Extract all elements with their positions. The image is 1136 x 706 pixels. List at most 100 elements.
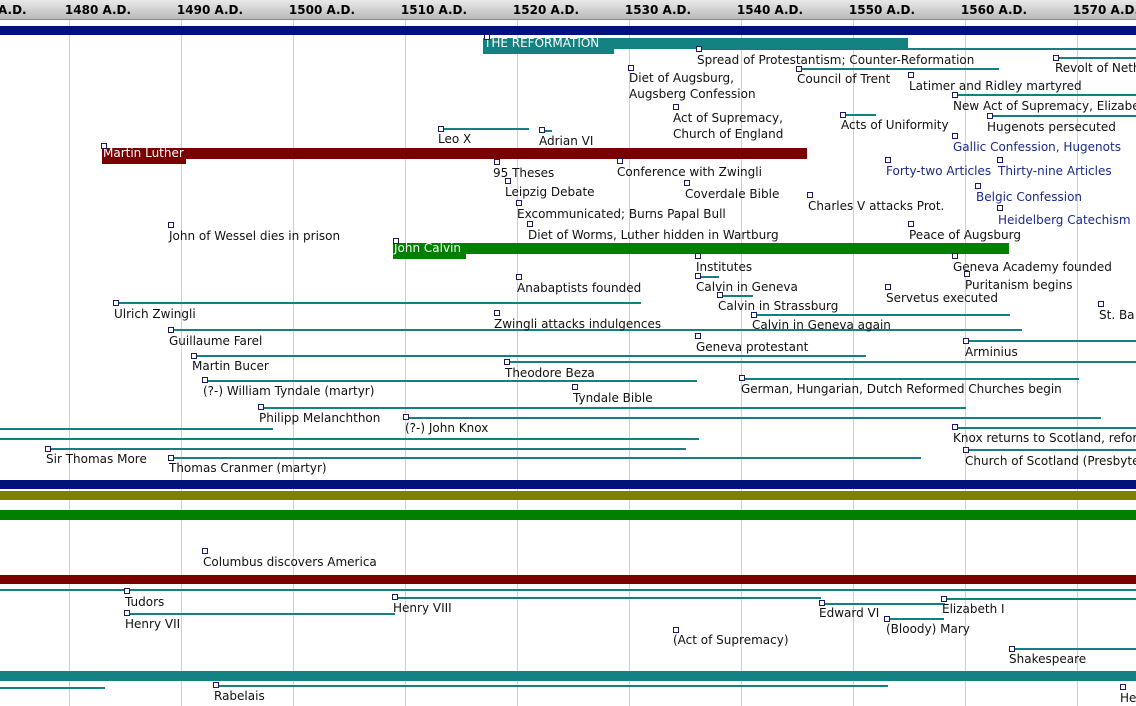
event-label[interactable]: Excommunicated; Burns Papal Bull (517, 207, 726, 221)
event-marker[interactable] (393, 238, 399, 244)
event-label[interactable]: Conference with Zwingli (617, 165, 762, 179)
event-marker[interactable] (908, 72, 914, 78)
event-marker[interactable] (504, 359, 510, 365)
event-label[interactable]: Hugenots persecuted (987, 120, 1116, 134)
event-label[interactable]: Tudors (125, 595, 165, 609)
event-label[interactable]: (?-) William Tyndale (martyr) (203, 384, 375, 398)
event-marker[interactable] (963, 447, 969, 453)
event-marker[interactable] (1009, 646, 1015, 652)
event-label[interactable]: Acts of Uniformity (841, 118, 949, 132)
event-label[interactable]: Charles V attacks Prot. (808, 199, 945, 213)
event-marker[interactable] (941, 596, 947, 602)
event-label[interactable]: Belgic Confession (976, 190, 1083, 204)
event-marker[interactable] (908, 221, 914, 227)
event-label[interactable]: Philipp Melanchthon (259, 411, 381, 425)
event-label[interactable]: Augsberg Confession (629, 87, 756, 101)
event-marker[interactable] (796, 66, 802, 72)
event-label[interactable]: Council of Trent (797, 72, 891, 86)
event-marker[interactable] (213, 682, 219, 688)
event-label[interactable]: Zwingli attacks indulgences (494, 317, 662, 331)
event-label[interactable]: Theodore Beza (505, 366, 595, 380)
event-marker[interactable] (673, 104, 679, 110)
event-marker[interactable] (1053, 55, 1059, 61)
event-label[interactable]: Latimer and Ridley martyred (909, 79, 1082, 93)
event-label[interactable]: Calvin in Strassburg (718, 299, 839, 313)
event-marker[interactable] (807, 192, 813, 198)
event-label[interactable]: New Act of Supremacy, Elizabe (953, 99, 1136, 113)
event-label[interactable]: Geneva protestant (696, 340, 809, 354)
event-label[interactable]: Thirty-nine Articles (998, 164, 1112, 178)
event-marker[interactable] (997, 157, 1003, 163)
event-marker[interactable] (124, 610, 130, 616)
event-marker[interactable] (952, 424, 958, 430)
event-marker[interactable] (628, 65, 634, 71)
event-marker[interactable] (975, 183, 981, 189)
event-marker[interactable] (494, 310, 500, 316)
event-label[interactable]: Servetus executed (886, 291, 998, 305)
event-marker[interactable] (695, 273, 701, 279)
event-marker[interactable] (695, 333, 701, 339)
event-marker[interactable] (45, 446, 51, 452)
event-marker[interactable] (696, 46, 702, 52)
event-label[interactable]: He (1120, 691, 1136, 705)
event-label[interactable]: 95 Theses (493, 166, 555, 180)
event-marker[interactable] (695, 253, 701, 259)
event-marker[interactable] (392, 594, 398, 600)
event-label[interactable]: (?-) John Knox (405, 421, 489, 435)
event-label[interactable]: (Bloody) Mary (886, 622, 970, 636)
event-label[interactable]: Forty-two Articles (886, 164, 992, 178)
event-marker[interactable] (739, 375, 745, 381)
event-marker[interactable] (684, 180, 690, 186)
event-marker[interactable] (885, 157, 891, 163)
event-label[interactable]: Martin Bucer (192, 359, 269, 373)
event-label[interactable]: Anabaptists founded (517, 281, 642, 295)
event-label[interactable]: Revolt of Neth (1055, 61, 1136, 75)
event-marker[interactable] (113, 300, 119, 306)
event-label[interactable]: Geneva Academy founded (953, 260, 1112, 274)
event-marker[interactable] (168, 327, 174, 333)
event-marker[interactable] (1098, 301, 1104, 307)
event-marker[interactable] (484, 34, 490, 40)
event-marker[interactable] (539, 127, 545, 133)
event-label[interactable]: Coverdale Bible (685, 187, 780, 201)
event-marker[interactable] (191, 353, 197, 359)
event-marker[interactable] (101, 143, 107, 149)
event-marker[interactable] (516, 200, 522, 206)
event-marker[interactable] (617, 158, 623, 164)
event-marker[interactable] (258, 404, 264, 410)
event-label[interactable]: Sir Thomas More (46, 452, 147, 466)
event-label[interactable]: Diet of Augsburg, (629, 71, 734, 85)
event-marker[interactable] (124, 588, 130, 594)
event-marker[interactable] (516, 274, 522, 280)
luther-bar[interactable]: Martin Luther (102, 147, 807, 164)
event-label[interactable]: Guillaume Farel (169, 334, 263, 348)
event-marker[interactable] (572, 384, 578, 390)
event-marker[interactable] (202, 377, 208, 383)
event-label[interactable]: Elizabeth I (942, 602, 1005, 616)
reformation-bar[interactable]: THE REFORMATION (483, 37, 908, 54)
event-label[interactable]: Institutes (696, 260, 753, 274)
event-marker[interactable] (1120, 684, 1126, 690)
event-marker[interactable] (403, 414, 409, 420)
event-label[interactable]: Calvin in Geneva again (752, 318, 891, 332)
event-label[interactable]: Act of Supremacy, (673, 111, 783, 125)
event-label[interactable]: Shakespeare (1009, 652, 1087, 666)
event-label[interactable]: Arminius (965, 345, 1018, 359)
event-label[interactable]: St. Ba (1099, 308, 1135, 322)
event-label[interactable]: Leipzig Debate (505, 185, 595, 199)
event-marker[interactable] (505, 178, 511, 184)
event-label[interactable]: Diet of Worms, Luther hidden in Wartburg (528, 228, 779, 242)
event-marker[interactable] (964, 271, 970, 277)
event-label[interactable]: Edward VI (819, 606, 880, 620)
event-label[interactable]: Heidelberg Catechism (998, 213, 1131, 227)
event-label[interactable]: Henry VIII (393, 601, 452, 615)
event-marker[interactable] (952, 253, 958, 259)
event-marker[interactable] (168, 455, 174, 461)
event-marker[interactable] (168, 222, 174, 228)
event-marker[interactable] (952, 92, 958, 98)
event-marker[interactable] (885, 284, 891, 290)
event-label[interactable]: Church of England (673, 127, 784, 141)
event-marker[interactable] (884, 616, 890, 622)
event-label[interactable]: Knox returns to Scotland, reform (953, 431, 1136, 445)
event-marker[interactable] (987, 113, 993, 119)
